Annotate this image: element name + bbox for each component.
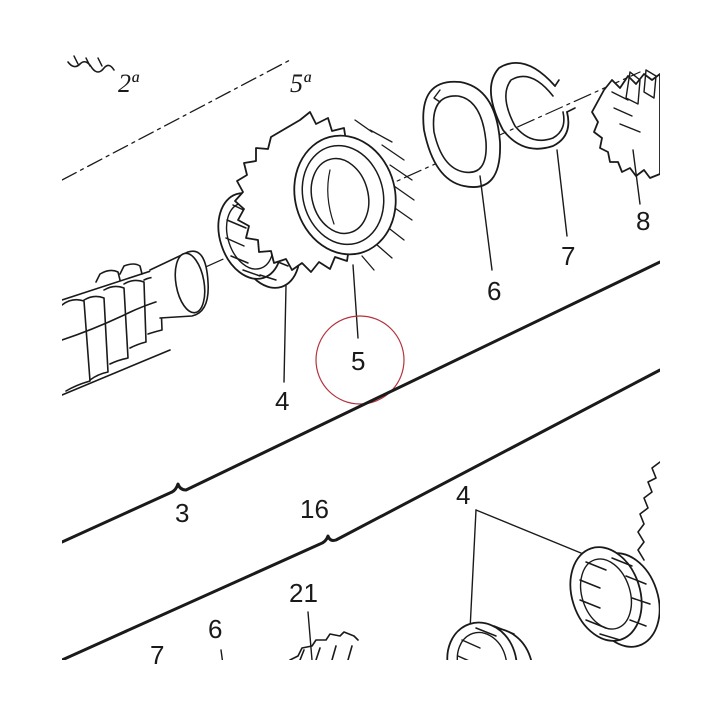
callout-4-lower: 4 [456, 480, 470, 510]
leader-lines-lower [220, 509, 599, 660]
gear-label-fifth: 5ª [290, 69, 312, 98]
lower-shaft-splines [289, 631, 359, 660]
callout-8: 8 [636, 206, 650, 236]
callout-3: 3 [175, 498, 189, 528]
partial-gear-top-left [67, 55, 115, 73]
circlip [490, 61, 576, 150]
callout-6-upper: 6 [487, 276, 501, 306]
callout-21: 21 [289, 578, 318, 608]
partial-gear-right [591, 69, 660, 179]
callout-7-lower: 7 [150, 640, 164, 670]
partial-gear-lower-right [637, 461, 660, 561]
callout-7-upper: 7 [561, 241, 575, 271]
needle-bearing-lower-right [569, 546, 660, 648]
highlight-circle [315, 315, 405, 405]
spur-gear-fifth [234, 111, 415, 273]
axis-centerline-main [149, 71, 641, 293]
leader-lines-upper [283, 149, 641, 383]
callout-4-upper: 4 [275, 386, 289, 416]
needle-bearing-lower-left [446, 621, 534, 660]
gear-label-second: 2ª [118, 69, 140, 98]
axis-centerline [62, 59, 291, 181]
callout-16: 16 [300, 494, 329, 524]
thrust-washer [422, 80, 501, 188]
section-divider-lines [62, 260, 660, 660]
callout-5: 5 [351, 346, 365, 376]
splined-shaft [62, 250, 209, 396]
callout-6-lower: 6 [208, 614, 222, 644]
